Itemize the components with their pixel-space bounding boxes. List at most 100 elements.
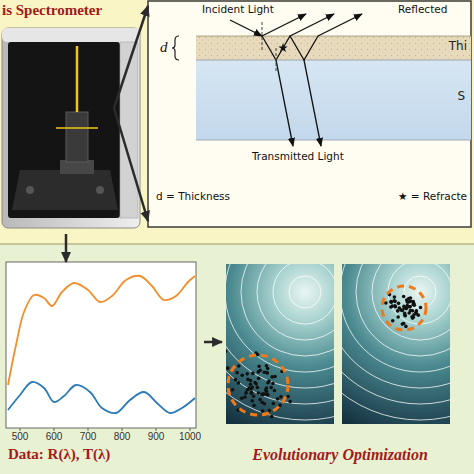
population-dot <box>393 300 397 304</box>
contour-ring <box>356 264 450 356</box>
thin-film-inset <box>196 60 471 140</box>
population-dot <box>266 393 270 397</box>
fitness-landscape <box>342 264 450 420</box>
spectrum-plot <box>6 262 196 428</box>
population-dot <box>252 404 256 408</box>
fitness-landscape <box>228 355 288 415</box>
population-dot <box>256 386 260 390</box>
panel-title: Data: R(λ), T(λ) <box>8 446 110 463</box>
population-dot <box>402 304 406 308</box>
contour-ring <box>342 264 450 420</box>
contour-ring <box>342 264 450 404</box>
population-dot <box>407 311 411 315</box>
spectrometer-photo <box>8 42 120 218</box>
population-dot <box>399 308 403 312</box>
population-dot <box>257 377 261 381</box>
population-dot <box>288 400 292 404</box>
population-dot <box>250 399 254 403</box>
light-ray <box>262 36 318 60</box>
population-dot <box>402 295 406 299</box>
axis-tick: 700 <box>80 431 97 443</box>
population-dot <box>265 371 269 375</box>
fitness-landscape <box>226 264 334 424</box>
population-dot <box>260 393 264 397</box>
light-ray <box>262 14 306 36</box>
contour-ring <box>273 264 334 324</box>
spectrum-plot <box>20 428 21 431</box>
spectrum-plot <box>8 276 195 413</box>
thin-film-inset <box>148 1 471 227</box>
axis-tick: 600 <box>46 431 63 443</box>
population-dot <box>273 389 277 393</box>
population-dot <box>250 386 254 390</box>
population-dot <box>237 364 241 368</box>
zoom-line <box>114 108 148 221</box>
population-dot <box>265 390 269 394</box>
population-dot <box>266 371 270 375</box>
substrate-layer: S <box>196 60 471 140</box>
fitness-landscape <box>226 349 292 418</box>
contour-ring <box>342 264 450 388</box>
thin-film-box: d = Thickness★ = RefracteThiS <box>148 1 471 227</box>
spectrum-plot <box>54 428 55 431</box>
light-ray <box>290 14 334 36</box>
population-dot <box>403 314 407 318</box>
population-dot <box>276 397 280 401</box>
population-dot <box>250 392 254 396</box>
population-dot <box>258 398 262 402</box>
population-dot <box>411 309 415 313</box>
population-dot <box>235 371 239 375</box>
population-dot <box>419 306 423 310</box>
thickness-symbol: d <box>160 39 168 56</box>
flow-arrow <box>114 6 148 108</box>
fitness-landscape <box>226 264 334 424</box>
population-dot <box>401 322 405 326</box>
panel-ground <box>0 243 474 245</box>
population-dot <box>265 386 269 390</box>
population-dot <box>404 314 408 318</box>
population-dot <box>273 375 277 379</box>
population-dot <box>389 300 393 304</box>
population-dot <box>246 378 250 382</box>
population-dot <box>389 301 393 305</box>
refraction-star <box>278 43 288 52</box>
population-dot <box>237 381 241 385</box>
population-dot <box>249 382 253 386</box>
axis-tick: 500 <box>12 431 29 443</box>
population-dot <box>270 415 274 419</box>
spectrum-plot <box>190 428 191 431</box>
light-ray <box>276 48 277 72</box>
population-dot <box>250 391 254 395</box>
fitness-landscape <box>177 164 474 424</box>
population-dot <box>244 391 248 395</box>
population-dot <box>226 366 230 370</box>
layer-name: S <box>457 90 465 104</box>
spectrometer-photo <box>12 170 118 210</box>
population-dot <box>261 409 265 413</box>
thin-film-inset <box>172 36 179 60</box>
panel-title: is Spectrometer <box>2 2 102 19</box>
spectrometer-photo <box>96 186 104 194</box>
flow-arrow <box>65 234 68 262</box>
data-panel: Data: R(λ), T(λ) <box>4 262 204 470</box>
population-dot <box>407 297 411 301</box>
population-dot <box>384 301 388 305</box>
contour-ring <box>226 264 334 388</box>
population-dot <box>396 315 400 319</box>
panel-ground <box>0 244 474 474</box>
spectrum-curve <box>8 382 195 413</box>
population-dot <box>251 372 255 376</box>
population-dot <box>411 316 415 320</box>
population-dot <box>246 388 250 392</box>
fitness-landscape <box>342 264 450 424</box>
key-text: d = Thickness <box>156 190 230 202</box>
spectrometer-photo <box>26 186 34 194</box>
population-dot <box>253 381 257 385</box>
ray-label: Incident Light <box>202 3 274 15</box>
population-dot <box>243 395 247 399</box>
spectrum-plot <box>6 262 196 431</box>
ray-label: Transmitted Light <box>252 150 344 162</box>
